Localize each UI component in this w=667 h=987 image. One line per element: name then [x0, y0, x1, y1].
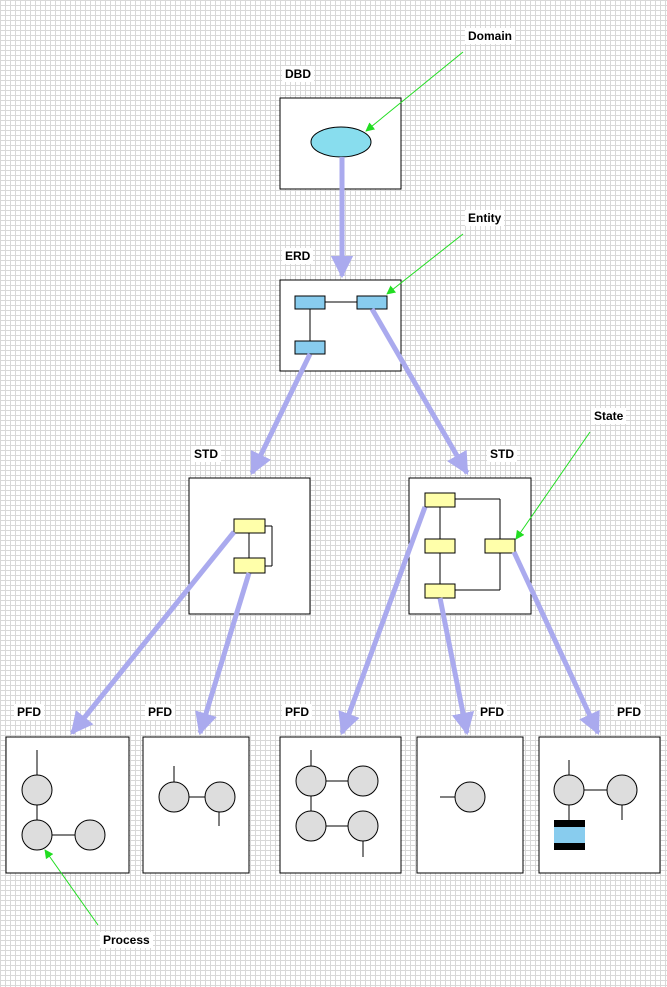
process-shape: [158, 781, 190, 813]
callout-process: Process: [100, 932, 153, 948]
state-shape: [233, 557, 266, 574]
state-shape: [233, 518, 266, 534]
process-shape: [204, 781, 236, 813]
process-shape: [606, 774, 638, 806]
label-pfd-2: PFD: [145, 704, 175, 720]
state-shape: [484, 538, 516, 554]
state-shape: [424, 492, 456, 508]
label-dbd: DBD: [282, 66, 314, 82]
arrow-std-right-to-pfd-3: [338, 506, 428, 736]
process-shape: [295, 765, 327, 797]
process-shape: [347, 765, 379, 797]
box-pfd-1[interactable]: [5, 736, 130, 874]
process-shape: [295, 810, 327, 842]
process-shape: [553, 774, 585, 806]
entity-shape: [356, 295, 388, 310]
box-pfd-3[interactable]: [279, 736, 402, 874]
callout-arrow-state: [515, 431, 591, 540]
box-pfd-4[interactable]: [416, 736, 524, 874]
callout-state: State: [591, 408, 627, 424]
arrow-std-left-to-pfd-2: [195, 572, 252, 736]
arrow-std-right-to-pfd-5: [511, 550, 601, 736]
process-shape: [347, 810, 379, 842]
process-shape: [21, 774, 53, 806]
arrow-erd-to-std-right: [369, 307, 470, 475]
entity-shape: [294, 295, 326, 310]
label-pfd-3: PFD: [282, 704, 312, 720]
label-pfd-5: PFD: [614, 704, 644, 720]
callout-arrow-entity: [386, 233, 464, 295]
label-pfd-4: PFD: [477, 704, 507, 720]
data-store-shape: [554, 820, 585, 850]
domain-shape: [310, 126, 372, 158]
arrow-std-right-to-pfd-4: [437, 597, 475, 736]
callout-arrow-domain: [365, 51, 464, 132]
process-shape: [74, 819, 106, 851]
callout-entity: Entity: [465, 210, 505, 226]
arrow-erd-to-std-left: [249, 352, 313, 476]
arrow-std-left-to-pfd-1: [70, 530, 236, 735]
label-pfd-1: PFD: [14, 704, 44, 720]
box-pfd-2[interactable]: [142, 736, 250, 874]
box-std-right[interactable]: [408, 477, 532, 615]
label-std-left: STD: [191, 446, 221, 462]
process-shape: [21, 819, 53, 851]
process-shape: [454, 781, 486, 813]
entity-shape: [294, 340, 326, 355]
box-std-left[interactable]: [188, 477, 311, 615]
label-erd: ERD: [282, 248, 314, 264]
state-shape: [424, 538, 456, 554]
state-shape: [424, 583, 456, 599]
callout-arrow-process: [44, 849, 99, 926]
label-std-right: STD: [487, 446, 517, 462]
box-pfd-5[interactable]: [538, 736, 661, 874]
callout-domain: Domain: [465, 28, 516, 44]
